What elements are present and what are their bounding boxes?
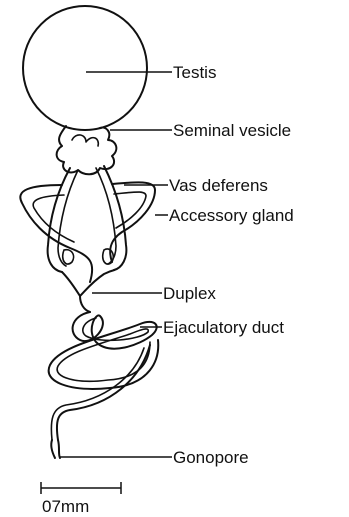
seminal-vesicle-shape [57,126,117,174]
seminal-vesicle-inner [72,135,98,146]
label-accessory-gland: Accessory gland [169,206,294,225]
label-duplex: Duplex [163,284,216,303]
accessory-gland-inner-left [33,195,74,242]
accessory-gland-inner-right [114,192,146,228]
testis-shape [23,6,147,130]
label-testis: Testis [173,63,216,82]
duplex-neck [80,296,90,312]
duplex-shape [62,270,115,296]
label-vas-deferens: Vas deferens [169,176,268,195]
ejaculatory-duct-tail-inner [51,348,144,440]
gonopore-shape [51,440,60,458]
ejaculatory-duct-tail [57,345,150,440]
label-gonopore: Gonopore [173,448,249,467]
scale-bar-label: 07mm [42,497,89,516]
scale-bar: 07mm [41,482,121,516]
duplex-left-lobe [63,250,74,264]
label-ejaculatory-duct: Ejaculatory duct [163,318,284,337]
label-seminal-vesicle: Seminal vesicle [173,121,291,140]
duplex-right-lobe [103,249,114,264]
